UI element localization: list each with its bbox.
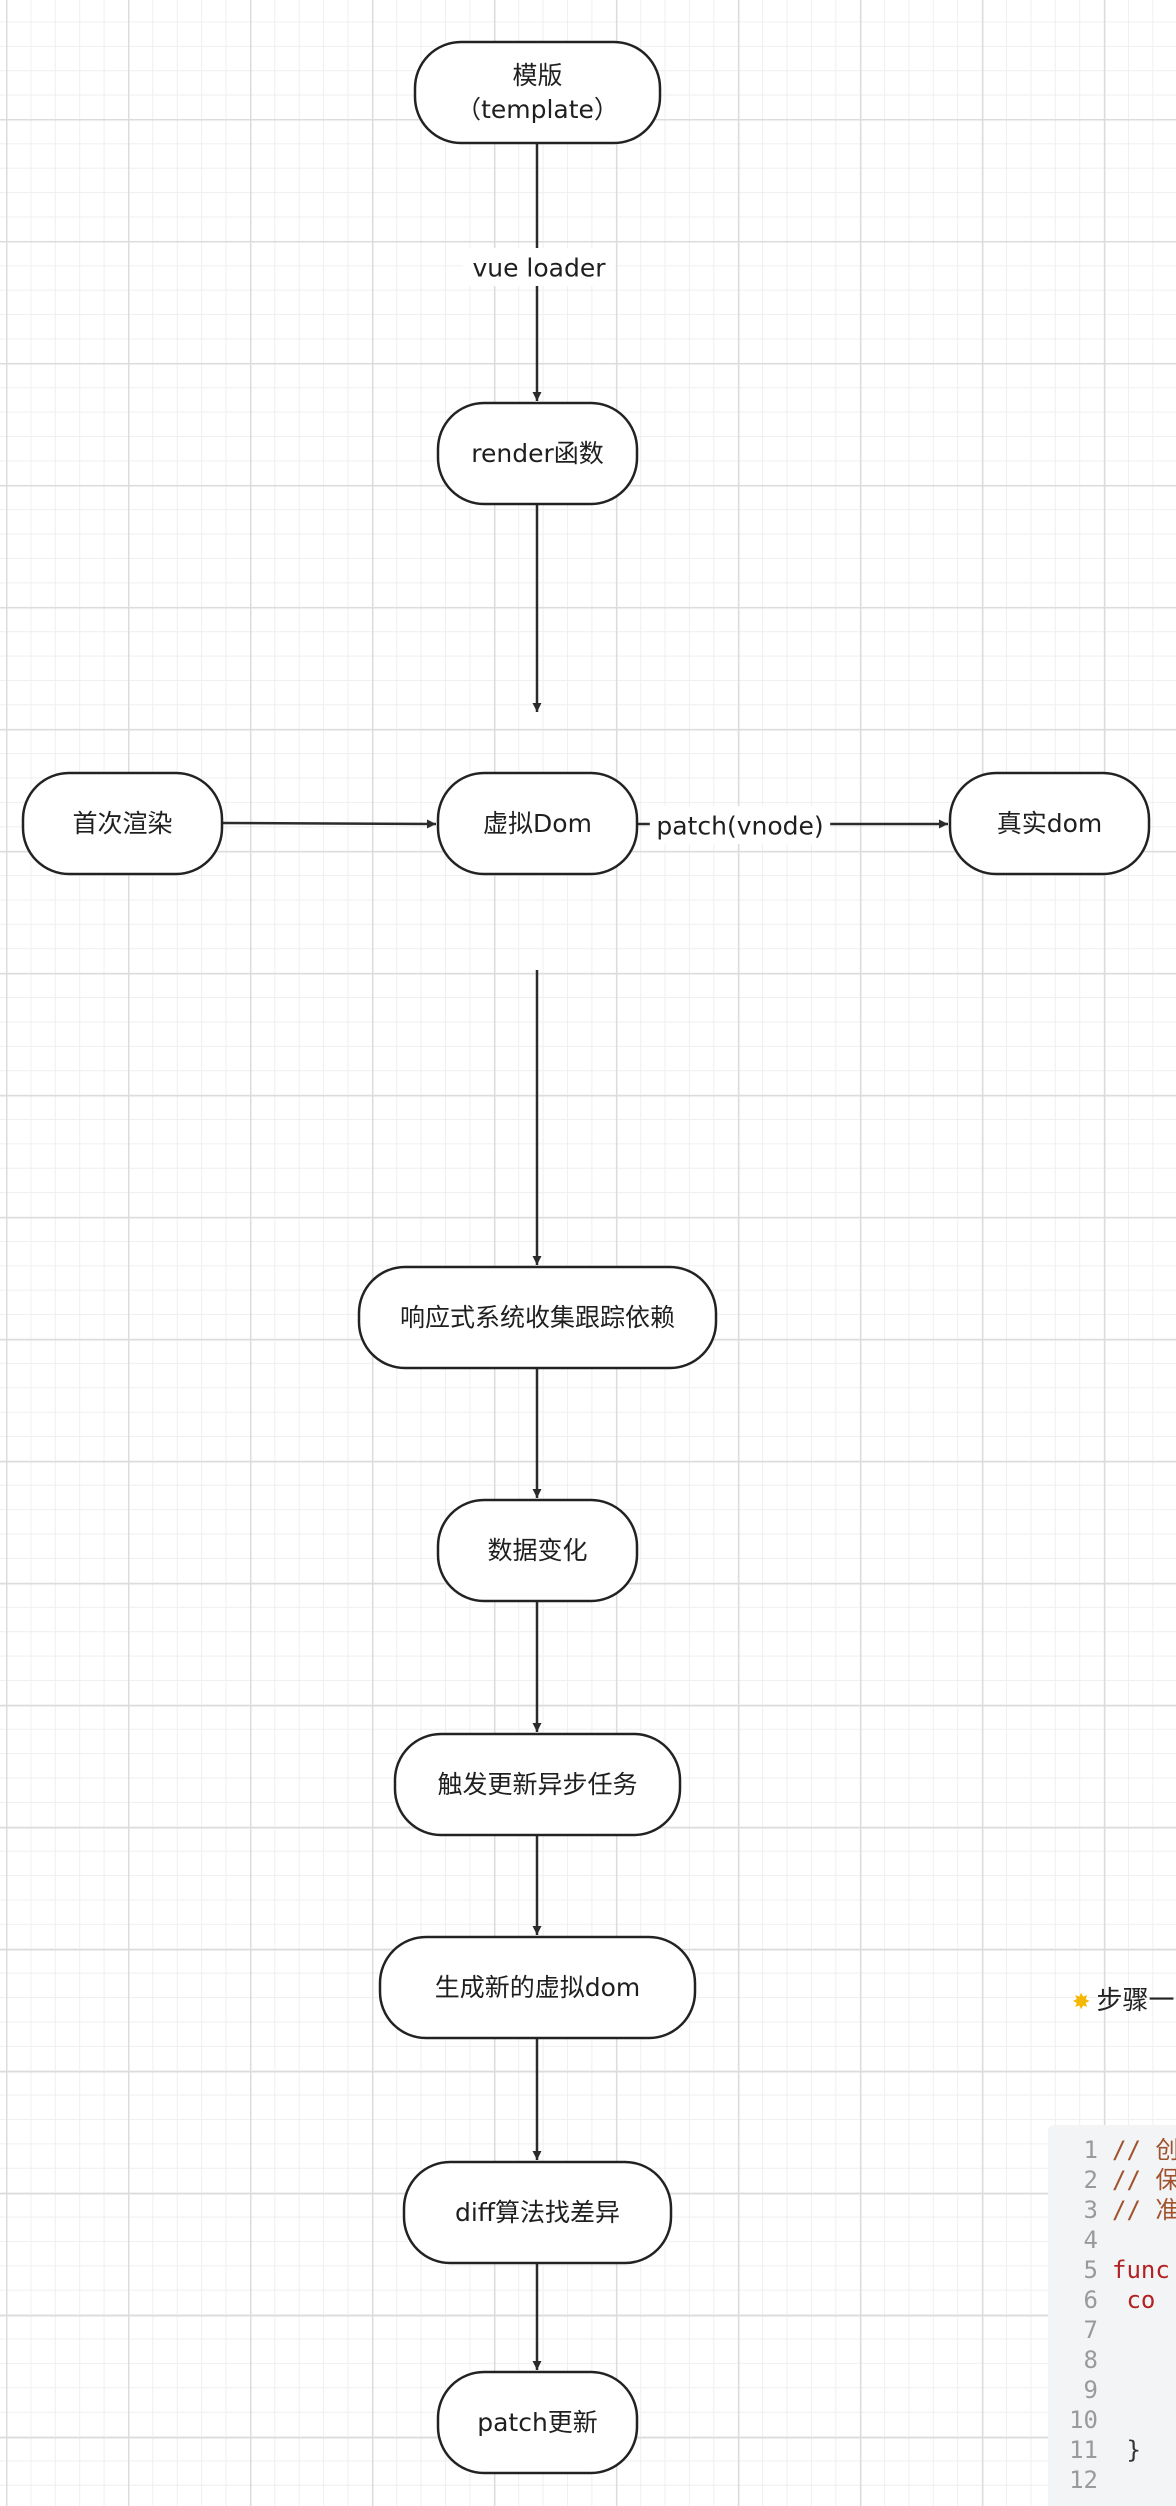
code-text: // 保 [1112, 2166, 1176, 2194]
step-label: ✸步骤一 [1072, 1980, 1174, 2017]
code-line: 3 // 准 [1048, 2195, 1176, 2226]
line-number: 12 [1069, 2466, 1098, 2494]
line-number: 3 [1083, 2196, 1098, 2224]
code-line: 6 co [1048, 2285, 1156, 2316]
node-render: render函数 [436, 401, 639, 506]
line-number: 1 [1083, 2136, 1098, 2164]
edge-template-to-render: vue loader [463, 143, 615, 401]
node-label: diff算法找差异 [455, 2198, 620, 2227]
node-label: patch更新 [477, 2408, 598, 2437]
code-text: // 创 [1112, 2136, 1176, 2164]
node-box [436, 2370, 639, 2475]
code-line: 7 [1048, 2315, 1112, 2346]
code-text: func [1112, 2256, 1170, 2284]
code-line: 1 // 创 [1048, 2135, 1176, 2166]
line-number: 11 [1069, 2436, 1098, 2464]
line-number: 6 [1083, 2286, 1098, 2314]
line-number: 7 [1083, 2316, 1098, 2344]
code-text: // 准 [1112, 2196, 1176, 2224]
code-line: 2 // 保 [1048, 2165, 1176, 2196]
line-number: 10 [1069, 2406, 1098, 2434]
step-label-text: 步骤一 [1096, 1986, 1175, 2016]
line-number: 5 [1083, 2256, 1098, 2284]
edge-vdom-to-real-dom: patch(vnode) [637, 806, 948, 844]
arrow-line [221, 819, 437, 829]
node-label: （template） [456, 95, 619, 124]
edges-layer: vue loader patch(vnode) [221, 143, 948, 2370]
node-trigger: 触发更新异步任务 [393, 1732, 682, 1837]
node-box [357, 1265, 718, 1370]
node-box [948, 771, 1151, 876]
line-number: 4 [1083, 2226, 1098, 2254]
code-line: 4 [1048, 2225, 1112, 2256]
line-number: 2 [1083, 2166, 1098, 2194]
node-first-render: 首次渲染 [21, 771, 224, 876]
code-line: 11 } [1048, 2435, 1141, 2466]
node-label: 虚拟Dom [483, 809, 592, 838]
node-real-dom: 真实dom [948, 771, 1151, 876]
node-label: 首次渲染 [72, 809, 172, 838]
node-box [436, 771, 639, 876]
edge-label: vue loader [472, 254, 606, 283]
edge-first-render-to-vdom [221, 819, 437, 829]
code-text: } [1112, 2436, 1141, 2464]
node-data-change: 数据变化 [436, 1498, 639, 1603]
node-box [402, 2160, 673, 2265]
code-text: co [1112, 2286, 1156, 2314]
node-box [436, 1498, 639, 1603]
node-new-vdom: 生成新的虚拟dom [378, 1935, 697, 2040]
node-box [21, 771, 224, 876]
node-diff: diff算法找差异 [402, 2160, 673, 2265]
node-label: render函数 [471, 439, 603, 468]
node-label: 响应式系统收集跟踪依赖 [400, 1303, 675, 1332]
node-box [378, 1935, 697, 2040]
star-icon: ✸ [1072, 1990, 1091, 2015]
node-reactive: 响应式系统收集跟踪依赖 [357, 1265, 718, 1370]
node-label: 触发更新异步任务 [437, 1770, 637, 1799]
node-label: 真实dom [997, 809, 1103, 838]
node-label: 模版 [512, 61, 562, 90]
node-template: 模版 （template） [413, 40, 662, 145]
node-label: 数据变化 [487, 1536, 587, 1565]
code-line: 8 [1048, 2345, 1112, 2376]
code-line: 12 [1048, 2465, 1112, 2496]
line-number: 8 [1083, 2346, 1098, 2374]
edge-label: patch(vnode) [656, 812, 823, 841]
edge-label-background [463, 248, 615, 286]
node-patch-update: patch更新 [436, 2370, 639, 2475]
code-line: 10 [1048, 2405, 1112, 2436]
code-line: 5 func [1048, 2255, 1170, 2286]
node-vdom: 虚拟Dom [436, 771, 639, 876]
line-number: 9 [1083, 2376, 1098, 2404]
node-box [436, 401, 639, 506]
node-box [413, 40, 662, 145]
code-line: 9 [1048, 2375, 1112, 2406]
node-label: 生成新的虚拟dom [435, 1973, 641, 2002]
node-box [393, 1732, 682, 1837]
edge-label-background [649, 806, 831, 844]
